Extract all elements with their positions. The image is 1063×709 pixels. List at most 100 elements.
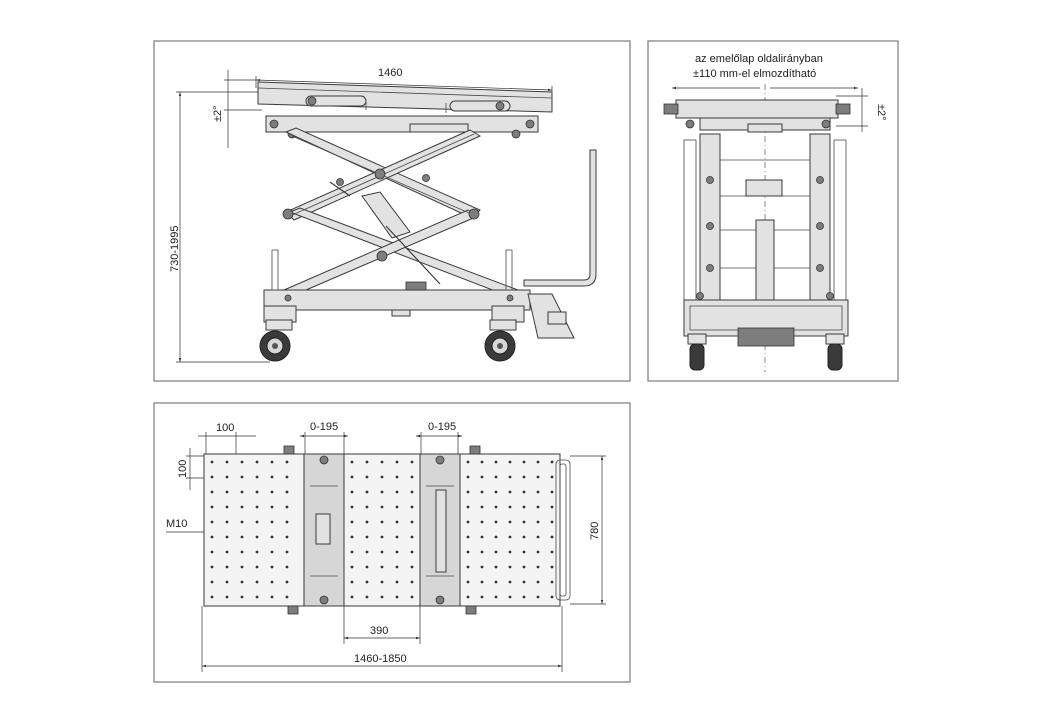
mounting-hole: [536, 520, 540, 524]
scissor-mechanism: [282, 127, 520, 297]
mounting-hole: [395, 535, 399, 539]
mounting-hole: [494, 475, 498, 479]
mounting-hole: [536, 490, 540, 494]
front-note-line2: ±110 mm-el elmozdítható: [693, 68, 816, 80]
mounting-hole: [410, 595, 414, 599]
mounting-hole: [380, 520, 384, 524]
mounting-hole: [285, 460, 289, 464]
mounting-hole: [480, 475, 484, 479]
front-view-panel: az emelőlap oldalirányban ±110 mm-el elm…: [647, 40, 899, 382]
mounting-hole: [395, 475, 399, 479]
mounting-hole: [522, 580, 526, 584]
mounting-hole: [365, 490, 369, 494]
mounting-hole: [410, 475, 414, 479]
mounting-hole: [225, 550, 229, 554]
mounting-hole: [522, 520, 526, 524]
mounting-hole: [365, 475, 369, 479]
mounting-hole: [536, 595, 540, 599]
mounting-hole: [365, 460, 369, 464]
mounting-hole: [350, 475, 354, 479]
mounting-hole: [395, 550, 399, 554]
side-width-label: 1460: [378, 67, 402, 79]
mounting-hole: [410, 535, 414, 539]
mounting-hole: [240, 505, 244, 509]
mounting-hole: [508, 520, 512, 524]
mounting-hole: [522, 565, 526, 569]
mounting-hole: [240, 550, 244, 554]
mounting-hole: [225, 595, 229, 599]
mounting-hole: [210, 565, 214, 569]
mounting-hole: [210, 490, 214, 494]
mounting-hole: [285, 535, 289, 539]
mounting-hole: [365, 520, 369, 524]
mounting-hole: [550, 550, 554, 554]
mounting-hole: [270, 505, 274, 509]
mounting-hole: [550, 505, 554, 509]
mounting-hole: [270, 460, 274, 464]
mounting-hole: [240, 520, 244, 524]
mounting-hole: [380, 595, 384, 599]
mounting-hole: [270, 475, 274, 479]
mounting-hole: [285, 520, 289, 524]
mounting-hole: [508, 565, 512, 569]
length-label: 1460-1850: [354, 653, 407, 665]
mounting-hole: [466, 565, 470, 569]
side-wheel-left: [259, 319, 293, 362]
mounting-hole: [536, 565, 540, 569]
mounting-hole: [225, 535, 229, 539]
mounting-hole: [395, 580, 399, 584]
side-view-panel: 730-1995 1460 ±2°: [153, 40, 631, 382]
mounting-hole: [466, 520, 470, 524]
mounting-hole: [395, 505, 399, 509]
mounting-hole: [255, 490, 259, 494]
mounting-hole: [380, 535, 384, 539]
mounting-hole: [350, 520, 354, 524]
mounting-hole: [550, 565, 554, 569]
mounting-hole: [210, 580, 214, 584]
mounting-hole: [508, 580, 512, 584]
mounting-hole: [270, 580, 274, 584]
mounting-hole: [508, 535, 512, 539]
hole-spacing-y-label: 100: [177, 460, 189, 478]
mounting-hole: [410, 460, 414, 464]
mounting-hole: [494, 490, 498, 494]
mounting-hole: [550, 460, 554, 464]
mounting-hole: [270, 535, 274, 539]
hole-spacing-x-label: 100: [216, 422, 234, 434]
mounting-hole: [550, 580, 554, 584]
mounting-hole: [285, 505, 289, 509]
front-tilt-label: ±2°: [875, 104, 887, 121]
mounting-hole: [255, 535, 259, 539]
mounting-hole: [550, 535, 554, 539]
mounting-hole: [285, 565, 289, 569]
mounting-hole: [508, 490, 512, 494]
mounting-hole: [494, 460, 498, 464]
mounting-hole: [210, 535, 214, 539]
mounting-hole: [365, 550, 369, 554]
mounting-hole: [350, 460, 354, 464]
mounting-hole: [210, 595, 214, 599]
mounting-hole: [536, 550, 540, 554]
mounting-hole: [480, 490, 484, 494]
mounting-hole: [494, 580, 498, 584]
mounting-hole: [494, 550, 498, 554]
mounting-hole: [270, 595, 274, 599]
top-view-panel: 100 100 0-195 0-195 M10: [153, 402, 631, 683]
mounting-hole: [285, 595, 289, 599]
mounting-hole: [350, 550, 354, 554]
mounting-hole: [255, 565, 259, 569]
mounting-hole: [522, 550, 526, 554]
mounting-hole: [466, 550, 470, 554]
mounting-hole: [466, 475, 470, 479]
mounting-hole: [410, 550, 414, 554]
mounting-hole: [494, 595, 498, 599]
mounting-hole: [255, 475, 259, 479]
mounting-hole: [285, 475, 289, 479]
mounting-hole: [410, 490, 414, 494]
mounting-hole: [240, 580, 244, 584]
mounting-hole: [536, 535, 540, 539]
mounting-hole: [522, 535, 526, 539]
mounting-hole: [240, 475, 244, 479]
mounting-hole: [395, 520, 399, 524]
